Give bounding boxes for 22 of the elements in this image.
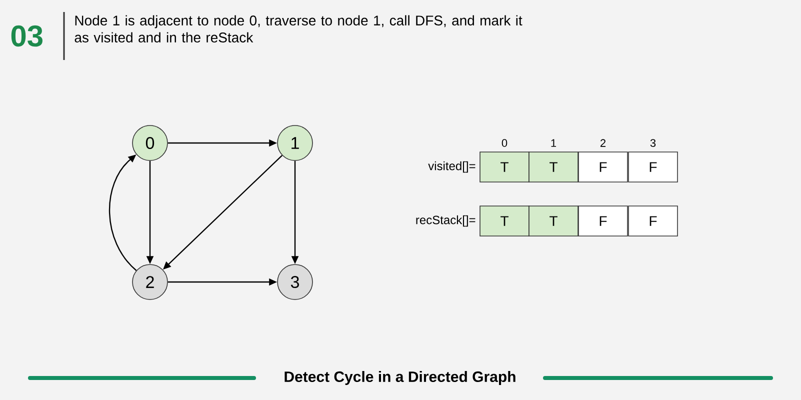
index-label: 0 — [502, 139, 508, 147]
array-cell: T — [480, 206, 530, 236]
graph-node: 3 — [277, 264, 313, 300]
array-cell: F — [628, 152, 678, 182]
array-cell: T — [528, 206, 578, 236]
array-cell: T — [528, 152, 578, 182]
array-cell: F — [628, 206, 678, 236]
graph-node: 1 — [277, 125, 313, 161]
graph-node: 0 — [132, 125, 168, 161]
array-name: recStack[]= — [416, 215, 476, 227]
caption: Detect Cycle in a Directed Graph — [284, 371, 516, 385]
index-label: 1 — [551, 139, 556, 147]
step-description: Node 1 is adjacent to node 0, traverse to node 1, call DFS, and mark it as visited and in the reStack — [74, 15, 522, 42]
index-label: 3 — [650, 139, 656, 147]
array-cell: F — [578, 152, 628, 182]
step-number: 03 — [11, 25, 42, 47]
graph-node: 2 — [132, 264, 168, 300]
index-label: 2 — [600, 139, 606, 147]
array-cell: T — [480, 152, 530, 182]
arrow — [108, 154, 137, 271]
array-name: visited[]= — [428, 161, 476, 173]
array-cell: F — [578, 206, 628, 236]
